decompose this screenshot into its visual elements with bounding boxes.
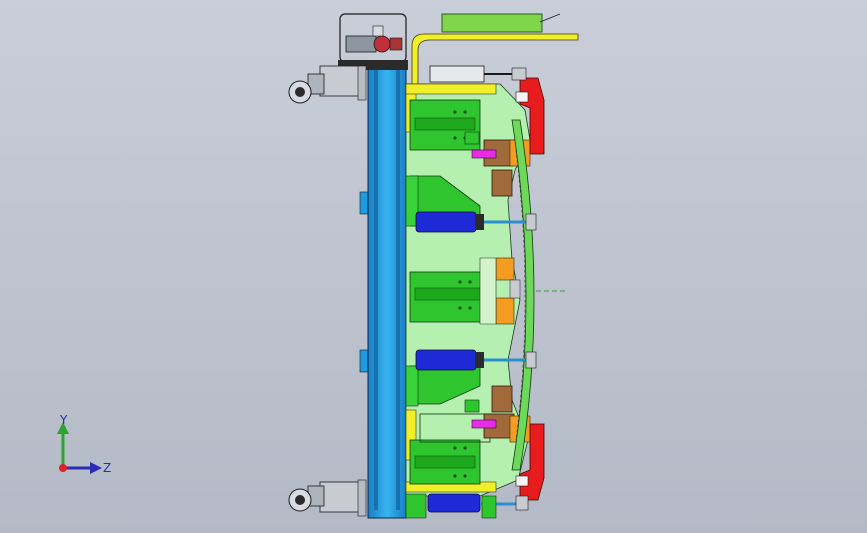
top-green-plate	[441, 13, 543, 33]
origin-icon	[59, 464, 67, 472]
y-axis-label: Y	[59, 413, 68, 427]
main-blue-column	[367, 61, 407, 519]
motor-body	[345, 35, 377, 53]
brown-bracket-upper	[483, 139, 515, 167]
orange-part-mid-bottom	[495, 297, 515, 325]
axis-triad: Y Z	[57, 413, 111, 475]
orange-part-mid-top	[495, 257, 515, 281]
yellow-pipe	[411, 33, 579, 93]
magenta-block-lower	[471, 419, 497, 429]
y-axis-arrow	[57, 422, 69, 434]
blue-cylinder-upper	[415, 211, 477, 233]
top-cylinder	[429, 65, 485, 83]
blue-cylinder-lower	[415, 349, 477, 371]
z-axis-arrow	[90, 462, 102, 474]
blue-cylinder-bottom	[427, 493, 481, 513]
motor-red-gear	[373, 35, 391, 53]
z-axis-label: Z	[103, 461, 111, 475]
magenta-block-upper	[471, 149, 497, 159]
